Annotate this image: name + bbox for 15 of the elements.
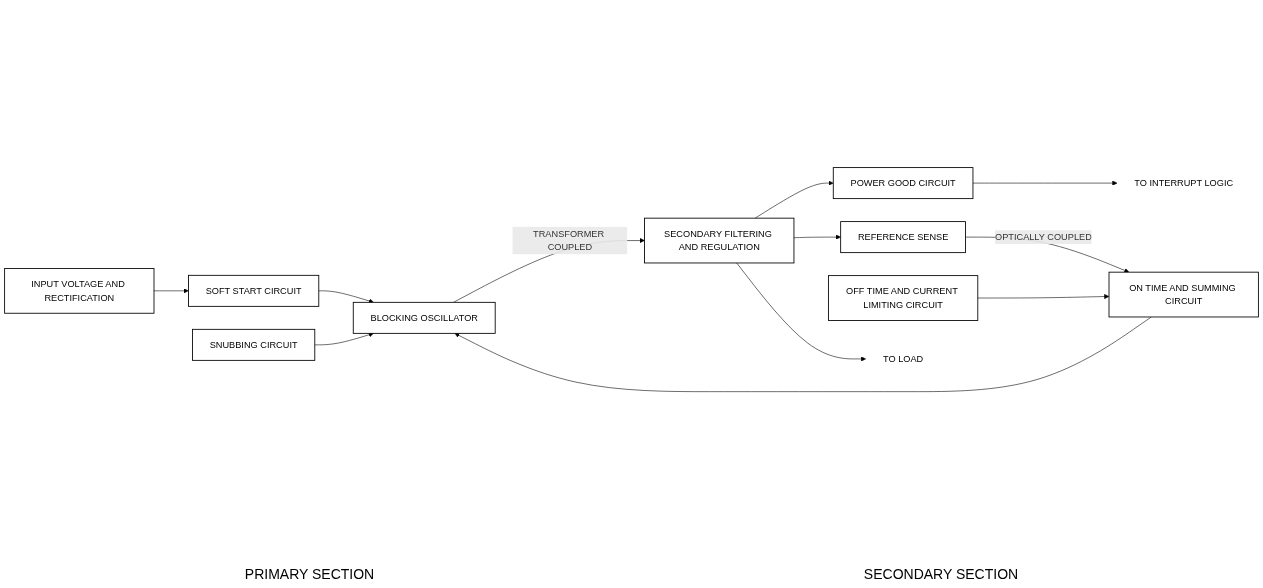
node-text: TO INTERRUPT LOGIC [1134, 178, 1234, 189]
node-box: REFERENCE SENSE [840, 221, 966, 254]
edge-label: TRANSFORMER COUPLED [533, 228, 605, 253]
node-box: OFF TIME AND CURRENT LIMITING CIRCUIT [828, 275, 979, 322]
section-label: PRIMARY SECTION [244, 566, 375, 582]
node-box: BLOCKING OSCILLATOR [352, 302, 496, 335]
node-box: POWER GOOD CIRCUIT [832, 167, 974, 200]
section-label: SECONDARY SECTION [863, 566, 1019, 582]
node-box: ON TIME AND SUMMING CIRCUIT [1108, 272, 1259, 318]
edge-label: OPTICALLY COUPLED [995, 232, 1092, 243]
node-box: SECONDARY FILTERING AND REGULATION [644, 218, 795, 264]
node-text: TO LOAD [883, 354, 924, 364]
node-box: SNUBBING CIRCUIT [192, 329, 316, 362]
node-box: SOFT START CIRCUIT [188, 275, 320, 308]
node-box: INPUT VOLTAGE AND RECTIFICATION [4, 268, 155, 315]
